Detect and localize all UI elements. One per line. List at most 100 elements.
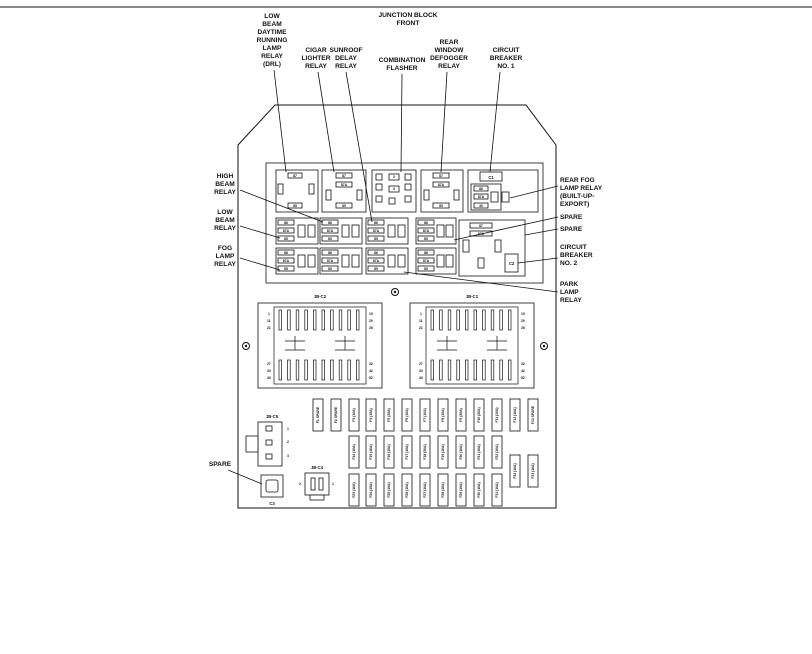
svg-text:20: 20	[521, 319, 525, 323]
svg-text:JB-C1: JB-C1	[466, 294, 479, 299]
svg-text:C2: C2	[509, 261, 515, 266]
svg-text:27: 27	[267, 362, 271, 366]
spare-relay-2: 86 87A 85	[415, 247, 457, 275]
svg-text:RUNNING: RUNNING	[257, 37, 288, 44]
svg-text:JB-C4: JB-C4	[311, 465, 324, 470]
jb-c4-connector: JB-C4 2 1	[299, 465, 334, 501]
fuse: F11 (10A)	[491, 398, 503, 432]
callout-circuit-breaker-1: CIRCUIT BREAKER NO. 1	[489, 47, 523, 173]
svg-text:32: 32	[369, 362, 373, 366]
diagram-title-line1: JUNCTION BLOCK	[379, 12, 438, 19]
fuse: F14 (10A)	[348, 435, 360, 469]
fuse: F20 (10A)	[455, 435, 467, 469]
svg-text:RELAY: RELAY	[560, 297, 582, 304]
connector-pin	[338, 359, 343, 381]
fog-lamp-relay: 86 87A 85	[275, 247, 319, 275]
svg-text:87A: 87A	[341, 183, 348, 187]
svg-text:20: 20	[369, 319, 373, 323]
svg-text:33: 33	[267, 369, 271, 373]
svg-text:HIGH: HIGH	[217, 173, 234, 180]
fuse-label: F33 (10A)	[531, 463, 535, 478]
svg-text:1: 1	[420, 312, 422, 316]
svg-text:42: 42	[521, 369, 525, 373]
svg-text:(DRL): (DRL)	[263, 61, 281, 68]
svg-text:PARK: PARK	[560, 281, 578, 288]
combination-flasher: 2 3	[371, 169, 417, 213]
svg-text:86: 86	[284, 251, 288, 255]
svg-text:1: 1	[332, 482, 334, 486]
svg-text:11: 11	[267, 319, 271, 323]
svg-text:85: 85	[374, 267, 378, 271]
svg-text:86: 86	[424, 251, 428, 255]
connector-pin	[338, 309, 343, 331]
circuit-breaker-2-area: 87 87A C2	[458, 219, 526, 277]
fuse-label: F32 (10A)	[513, 463, 517, 478]
fuse-label: F22 (10A)	[495, 444, 499, 459]
jb-c1-connector: JB-C1 1 11 21 27 33 43 10 20 26 32 42 52	[409, 294, 535, 389]
callout-spare-1: SPARE	[453, 214, 583, 241]
circuit-breaker-1-and-rear-fog: C1 86 87A 30	[467, 169, 539, 213]
connector-pin	[465, 359, 469, 381]
fuse: F30 (10A)	[473, 473, 485, 507]
connector-pin	[304, 309, 308, 331]
svg-text:86: 86	[479, 187, 483, 191]
fuse-label: F24 (15A)	[369, 482, 373, 497]
callout-rear-fog: REAR FOG LAMP RELAY (BUILT-UP- EXPORT)	[509, 177, 603, 208]
connector-pin	[278, 359, 282, 381]
svg-text:86: 86	[284, 221, 288, 225]
svg-text:33: 33	[419, 369, 423, 373]
fuse-label: F14 (10A)	[352, 444, 356, 459]
svg-text:REAR FOG: REAR FOG	[560, 177, 595, 184]
svg-text:FOG: FOG	[218, 245, 232, 252]
connector-pin	[295, 359, 300, 381]
svg-text:RELAY: RELAY	[335, 63, 357, 70]
fuse-label: F21 (10A)	[477, 444, 481, 459]
fuse: F18 (20A)	[419, 435, 431, 469]
fuse-label: F6 (10A)	[405, 408, 409, 421]
fuse-label: F17 (10A)	[405, 444, 409, 459]
fuse-label: F5 (25A)	[387, 408, 391, 421]
fuse: F21 (10A)	[473, 435, 485, 469]
svg-text:87A: 87A	[373, 259, 380, 263]
svg-text:85: 85	[374, 237, 378, 241]
high-beam-relay: 86 87A 85	[275, 217, 319, 245]
callout-high-beam: HIGH BEAM RELAY	[214, 173, 324, 223]
fuse-label: F20 (10A)	[459, 444, 463, 459]
svg-text:EXPORT): EXPORT)	[560, 201, 589, 208]
svg-text:52: 52	[369, 376, 373, 380]
svg-text:3: 3	[393, 187, 395, 191]
fuse-label: F30 (10A)	[477, 482, 481, 497]
svg-text:RELAY: RELAY	[214, 189, 236, 196]
svg-text:FLASHER: FLASHER	[386, 65, 417, 72]
svg-text:LOW: LOW	[217, 209, 233, 216]
callout-cigar-lighter: CIGAR LIGHTER RELAY	[302, 47, 335, 173]
connector-pin	[439, 359, 443, 381]
svg-text:2: 2	[393, 175, 395, 179]
callout-rear-window-defogger: REAR WINDOW DEFOGGER RELAY	[430, 39, 468, 173]
fuse-label: F4 (15A)	[369, 408, 373, 421]
connector-pin	[347, 309, 351, 331]
connector-pin	[287, 359, 291, 381]
fuse-label: F31 (10A)	[495, 482, 499, 497]
svg-text:87: 87	[439, 174, 443, 178]
fuse-label: F23 (10A)	[352, 482, 356, 497]
svg-text:87A: 87A	[438, 183, 445, 187]
fuse: F7 (10A)	[419, 398, 431, 432]
callout-combination-flasher: COMBINATION FLASHER	[379, 57, 426, 173]
svg-text:WINDOW: WINDOW	[435, 47, 465, 54]
fuse-label: F3 (10A)	[352, 408, 356, 421]
svg-text:87A: 87A	[327, 259, 334, 263]
svg-text:JB-C5: JB-C5	[266, 414, 279, 419]
svg-text:85: 85	[328, 237, 332, 241]
rear-window-defogger-relay: 87 87A 85	[420, 169, 464, 213]
svg-text:85: 85	[293, 204, 297, 208]
svg-text:C3: C3	[269, 501, 275, 506]
connector-pin	[456, 359, 460, 381]
svg-text:REAR: REAR	[440, 39, 459, 46]
svg-text:3: 3	[287, 454, 289, 458]
fuse-label: F27 (10A)	[423, 482, 427, 497]
svg-text:21: 21	[267, 326, 271, 330]
svg-text:LAMP: LAMP	[216, 253, 235, 260]
fuse: F19 (10A)	[437, 435, 449, 469]
connector-pin	[330, 309, 334, 331]
